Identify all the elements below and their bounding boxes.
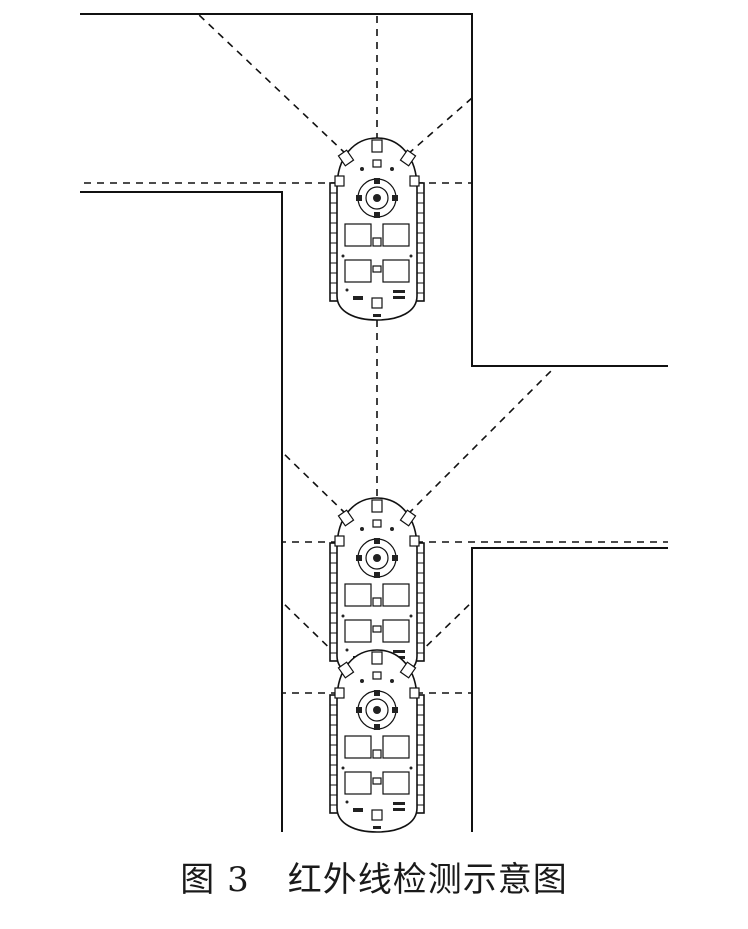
wall-top-right — [80, 13, 668, 367]
figure-label: 图 3 — [180, 860, 250, 900]
wall-left — [80, 191, 283, 832]
robot-car-3 — [329, 649, 425, 833]
robot-car-1 — [329, 137, 425, 321]
wall-right-lower — [471, 547, 668, 832]
beam-r1-front-right — [407, 97, 473, 155]
beam-r2-front-left — [281, 451, 347, 515]
figure-caption: 图 3 红外线检测示意图 — [0, 850, 748, 910]
beam-r1-front-left — [197, 13, 347, 155]
figure-title: 红外线检测示意图 — [287, 860, 568, 900]
beam-r2-front-right — [407, 369, 553, 515]
corridor-walls — [80, 13, 668, 832]
infrared-detection-diagram — [80, 13, 668, 833]
